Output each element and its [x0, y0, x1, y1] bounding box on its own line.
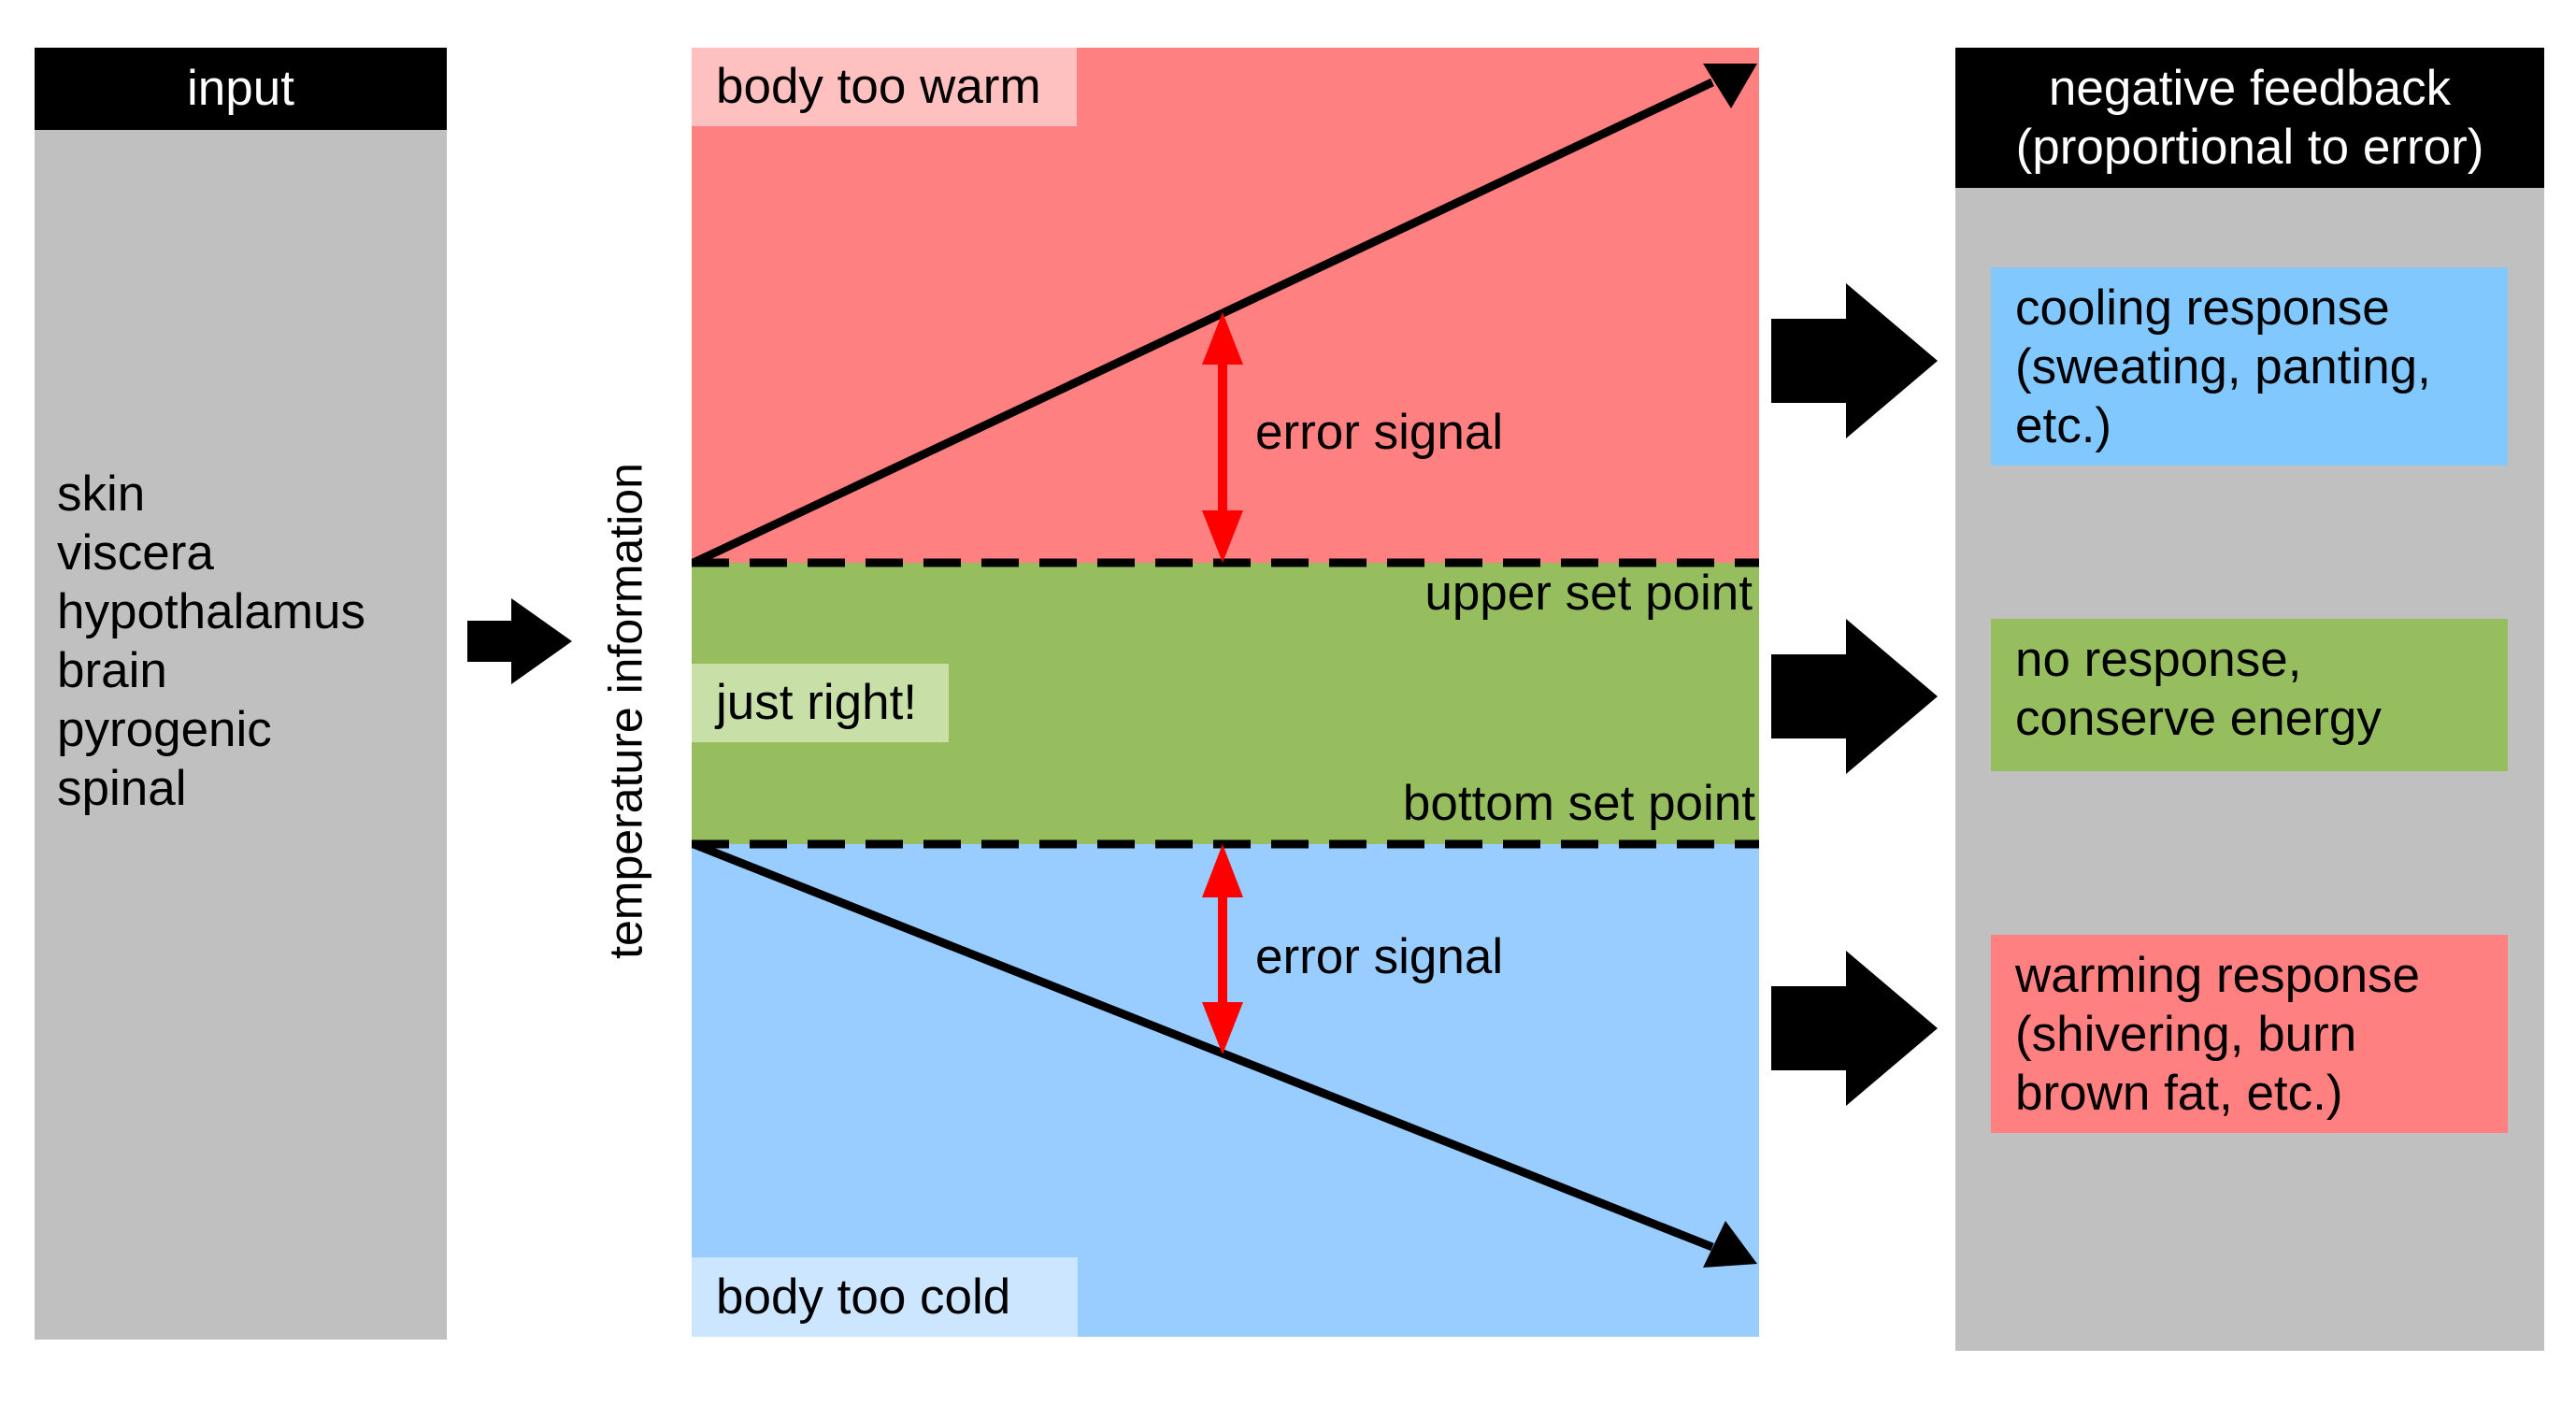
error-arrow-upper-bottom-icon	[1202, 510, 1243, 563]
feedback-header: negative feedback (proportional to error…	[1955, 48, 2544, 188]
input-item-hypothalamus: hypothalamus	[57, 584, 365, 639]
cooling-arrow-icon	[1771, 283, 1938, 438]
warming-response-box: warming response (shivering, burn brown …	[1991, 935, 2508, 1133]
label-just-right: just right!	[692, 664, 949, 742]
label-upper-set-point: upper set point	[1424, 566, 1753, 621]
warming-line1: warming response	[2015, 948, 2421, 1003]
no-response-line2: conserve energy	[2015, 691, 2382, 746]
cold-trend-line	[692, 839, 1714, 1252]
label-bottom-set-point: bottom set point	[1402, 776, 1755, 831]
error-arrow-upper-top-icon	[1202, 312, 1243, 365]
input-header: input	[35, 48, 447, 130]
cold-trend-arrowhead-icon	[1703, 1221, 1757, 1268]
input-arrow-icon	[467, 598, 572, 684]
label-error-signal-lower: error signal	[1255, 929, 1504, 984]
warming-line2: (shivering, burn	[2015, 1007, 2357, 1062]
error-arrow-lower-top-icon	[1202, 844, 1243, 897]
warm-trend-arrowhead-icon	[1703, 64, 1757, 108]
no-response-arrow-icon	[1771, 619, 1938, 774]
warm-trend-line	[692, 78, 1714, 567]
feedback-header-line1: negative feedback	[2048, 61, 2452, 116]
input-item-pyrogenic: pyrogenic	[57, 702, 272, 757]
error-arrow-lower-bottom-icon	[1202, 1002, 1243, 1054]
cooling-line3: etc.)	[2015, 398, 2112, 453]
label-body-too-warm: body too warm	[692, 48, 1077, 126]
label-body-too-cold: body too cold	[692, 1257, 1078, 1337]
cooling-response-box: cooling response (sweating, panting, etc…	[1991, 267, 2508, 466]
input-item-skin: skin	[57, 466, 146, 522]
cooling-line2: (sweating, panting,	[2015, 339, 2431, 394]
input-item-brain: brain	[57, 643, 167, 698]
feedback-header-line2: (proportional to error)	[2015, 120, 2484, 175]
input-panel	[35, 48, 447, 1340]
warming-line3: brown fat, etc.)	[2015, 1066, 2343, 1121]
no-response-box: no response, conserve energy	[1991, 619, 2508, 771]
input-item-spinal: spinal	[57, 761, 187, 816]
warming-arrow-icon	[1771, 951, 1938, 1106]
cooling-line1: cooling response	[2015, 280, 2390, 336]
input-item-viscera: viscera	[57, 525, 214, 581]
label-error-signal-upper: error signal	[1255, 405, 1504, 460]
no-response-line1: no response,	[2015, 632, 2302, 687]
input-list: skin viscera hypothalamus brain pyrogeni…	[57, 465, 431, 818]
